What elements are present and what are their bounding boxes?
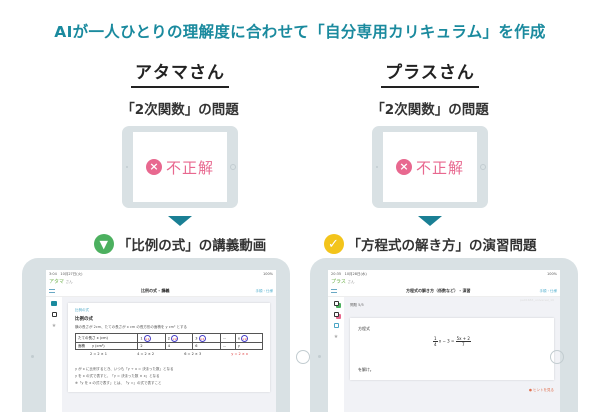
student-name: プラスさん [381, 58, 479, 88]
tablet-exercise: 20:35 10月28日(水) 100% プラス さん 方程式の解き方（係数など… [310, 258, 578, 412]
intro-text: 横の長さが 2cm、たての長さが x cm の長方形の面積を y cm² とする [75, 325, 187, 329]
battery-status: 100% [262, 272, 273, 276]
tablet-result: × 不正解 [372, 126, 488, 208]
calendar-icon[interactable] [333, 323, 339, 328]
result-label: 不正解 [415, 158, 464, 177]
tablet-lecture: 3:04 10月27日(火) 100% アタマ さん 比例の式 - 講義 手順・… [22, 258, 310, 412]
graduation-cap-icon: ▼ [93, 234, 114, 254]
help-link[interactable]: 手順・仕様 [255, 288, 273, 293]
help-link[interactable]: 手順・仕様 [539, 288, 557, 293]
lecture-card: 比例の式 比例の式 横の長さが 2cm、たての長さが x cm の長方形の面積を… [68, 303, 270, 392]
check-circle-icon: ✓ [323, 234, 344, 254]
camera-dot [126, 166, 128, 168]
status-time: 3:04 10月27日(火) [49, 272, 83, 276]
arrow-down-icon [418, 216, 442, 226]
camera-dot [318, 355, 321, 358]
exercise-label: 方程式 [358, 326, 370, 331]
student-name: アタマさん [131, 58, 229, 88]
arrow-down-icon [168, 216, 192, 226]
clipboard-icon[interactable] [51, 312, 57, 317]
menu-icon[interactable] [331, 289, 337, 293]
equation-row: 2 = 2 × 1 4 = 2 × 2 6 = 2 × 3 y = 2 × x [90, 352, 248, 356]
x-circle-icon: × [145, 159, 162, 175]
camera-dot [31, 355, 34, 358]
star-icon[interactable]: ★ [51, 323, 57, 329]
recommendation: ✓ 「方程式の解き方」の演習問題 [310, 234, 550, 254]
menu-icon[interactable] [49, 289, 55, 293]
user-name: プラス さん [331, 279, 355, 285]
problem-label: 「2次関数」の問題 [371, 102, 489, 118]
proportion-table: たての長さ x (cm) 1 ×2 2 ×2 3 ×2 … x ×2 面積 y … [74, 333, 264, 350]
student-column-plus: プラスさん 「2次関数」の問題 × 不正解 ✓ 「方程式の解き方」の演習問題 [310, 58, 550, 254]
result-screen: × 不正解 [133, 132, 227, 202]
result-screen: × 不正解 [383, 132, 477, 202]
home-button [230, 164, 236, 170]
star-icon[interactable]: ★ [333, 334, 339, 340]
top-bar: 方程式の解き方（係数など） - 演習 手順・仕様 [328, 286, 560, 297]
lecture-screen: 3:04 10月27日(火) 100% アタマ さん 比例の式 - 講義 手順・… [46, 270, 276, 412]
recommendation: ▼ 「比例の式」の講義動画 [60, 234, 300, 254]
user-name: アタマ さん [49, 279, 73, 285]
video-icon[interactable] [51, 301, 57, 306]
top-bar: 比例の式 - 講義 手順・仕様 [46, 286, 276, 297]
student-column-atama: アタマさん 「2次関数」の問題 × 不正解 ▼ 「比例の式」の講義動画 [60, 58, 300, 254]
breadcrumb: 比例の式 [75, 308, 89, 312]
clipboard-check-icon[interactable] [333, 301, 339, 306]
card-title: 比例の式 [75, 317, 93, 322]
question-number: 問題 5/5 [350, 303, 364, 307]
screen-title: 比例の式 - 講義 [141, 288, 170, 293]
battery-status: 100% [546, 272, 557, 276]
recommendation-label: 「方程式の解き方」の演習問題 [347, 238, 537, 254]
home-button [296, 350, 310, 364]
sidebar: ★ [46, 297, 62, 412]
recommendation-label: 「比例の式」の講義動画 [117, 238, 267, 254]
clipboard-x-icon[interactable] [333, 312, 339, 317]
x-circle-icon: × [395, 159, 412, 175]
sidebar: ★ [328, 297, 344, 412]
headline: AIが一人ひとりの理解度に合わせて「自分専用カリキュラム」を作成 [54, 23, 546, 41]
problem-label: 「2次関数」の問題 [121, 102, 239, 118]
exercise-screen: 20:35 10月28日(水) 100% プラス さん 方程式の解き方（係数など… [328, 270, 560, 412]
instruction-text: を解け。 [358, 367, 374, 372]
status-bar: 20:35 10月28日(水) 100% [328, 270, 560, 277]
home-button [480, 164, 486, 170]
screen-title: 方程式の解き方（係数など） - 演習 [406, 288, 471, 293]
hint-link[interactable]: ● ヒントを見る [528, 388, 554, 392]
status-bar: 3:04 10月27日(火) 100% [46, 270, 276, 277]
camera-dot [376, 166, 378, 168]
problem-id: pe01683_universal_10 [520, 298, 554, 302]
explanation-lines: y が x に比例するとき、いつも「y ÷ x = 決まった数」となる y を … [75, 367, 174, 385]
status-time: 20:35 10月28日(水) [331, 272, 367, 276]
result-label: 不正解 [165, 158, 214, 177]
home-button [550, 350, 564, 364]
tablet-result: × 不正解 [122, 126, 238, 208]
